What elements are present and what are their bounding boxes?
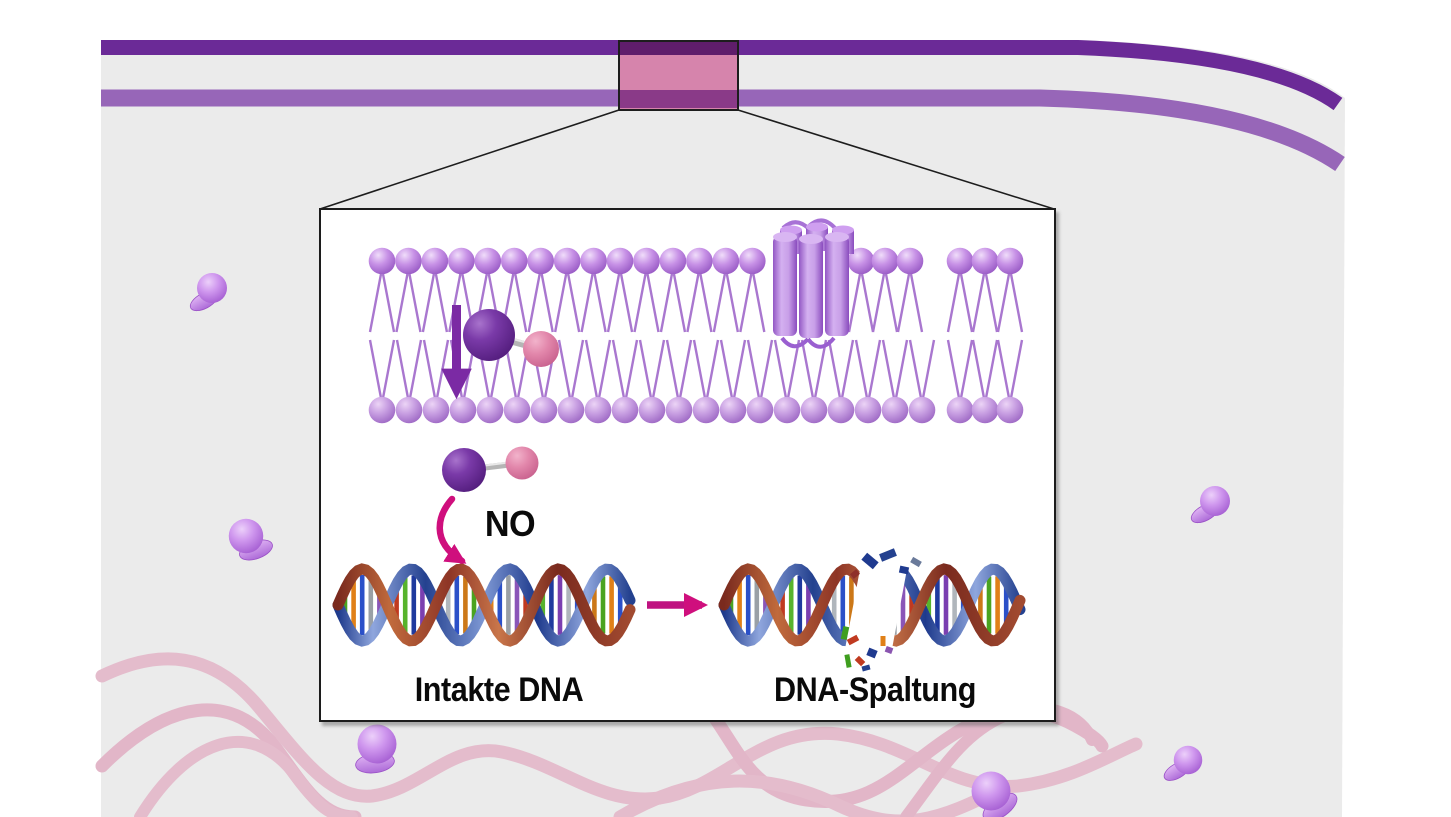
- dna-break-gap: [842, 548, 911, 665]
- lipid-head: [503, 396, 531, 424]
- lipid-head: [638, 396, 666, 424]
- lipid-head: [896, 247, 924, 275]
- lipid-head: [871, 247, 899, 275]
- lipid-head: [686, 247, 713, 275]
- lipid-head: [421, 247, 449, 275]
- dna-cleavage-label: DNA-Spaltung: [774, 671, 976, 709]
- lipid-head: [946, 396, 974, 424]
- no-molecule-membrane: [463, 309, 559, 367]
- lipid-head: [611, 396, 639, 424]
- no-molecule-cytosol: [442, 446, 539, 492]
- lipid-head: [659, 247, 687, 275]
- lipid-head: [773, 396, 801, 424]
- ribosomes: [189, 273, 1230, 817]
- lipid-head: [395, 396, 423, 424]
- ribosome: [1163, 745, 1203, 781]
- lipid-head: [719, 396, 747, 424]
- lipid-head: [527, 247, 554, 275]
- lipid-head: [971, 396, 999, 424]
- lipid-head: [996, 396, 1024, 424]
- membrane-protein-channel: [773, 218, 854, 349]
- ribosome: [228, 518, 273, 561]
- zoom-inset-panel: NO Intakte DNA DNA-Spaltung: [319, 208, 1056, 722]
- lipid-tails-top: [368, 273, 1024, 333]
- lipid-head: [448, 247, 475, 275]
- lipid-head: [474, 247, 502, 275]
- inner-membrane-band: [101, 89, 1345, 172]
- lipid-bilayer: [368, 247, 1024, 424]
- lipid-head: [854, 396, 882, 424]
- no-label: NO: [484, 503, 536, 544]
- lipid-head: [996, 247, 1024, 275]
- lipid-head: [746, 396, 774, 424]
- zoom-connector-line-right: [737, 109, 1055, 210]
- lipid-head: [422, 396, 450, 424]
- lipid-head: [881, 396, 909, 424]
- lipid-head: [530, 396, 558, 424]
- membrane-highlight-region: [618, 40, 739, 111]
- lipid-head: [800, 396, 828, 424]
- lipid-head: [692, 396, 720, 424]
- lipid-head: [665, 396, 693, 424]
- ribosome: [189, 273, 227, 312]
- lipid-head: [368, 247, 396, 275]
- lipid-head: [847, 247, 875, 275]
- lipid-head: [449, 396, 477, 424]
- lipid-head: [633, 247, 660, 275]
- dna-fragments: [840, 548, 922, 672]
- dna-strand-red: [332, 563, 636, 647]
- no-attack-arrow: [436, 495, 467, 565]
- lipid-head: [606, 247, 634, 275]
- lipid-head: [584, 396, 612, 424]
- zoom-connector-line-left: [319, 109, 620, 210]
- lipid-head: [971, 247, 999, 275]
- lipid-head: [908, 396, 936, 424]
- lipid-head: [827, 396, 855, 424]
- intact-dna-helix: [332, 563, 636, 647]
- lipid-head: [580, 247, 607, 275]
- outer-membrane-band: [101, 40, 1343, 111]
- lipid-head: [946, 247, 974, 275]
- lipid-head: [712, 247, 740, 275]
- lipid-head: [553, 247, 581, 275]
- ribosome: [355, 724, 397, 774]
- lipid-head: [500, 247, 528, 275]
- intact-dna-label: Intakte DNA: [414, 671, 584, 709]
- lipid-head: [395, 247, 422, 275]
- ribosome: [1190, 486, 1230, 524]
- lipid-head: [476, 396, 504, 424]
- lipid-head: [368, 396, 396, 424]
- zoom-inset-graphic: [332, 218, 1026, 672]
- lipid-head: [739, 247, 766, 275]
- lipid-head: [557, 396, 585, 424]
- ribosome: [971, 771, 1018, 817]
